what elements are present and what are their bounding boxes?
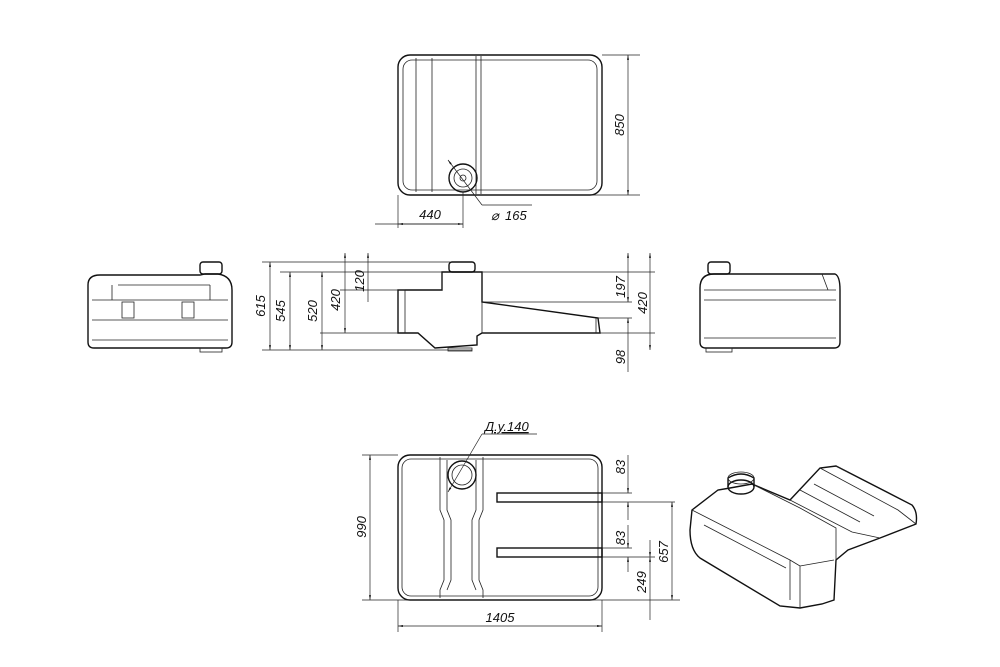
isometric-view — [689, 465, 918, 609]
dim-165: 165 — [505, 208, 527, 223]
dim-98: 98 — [613, 349, 628, 364]
dim-249: 249 — [634, 571, 649, 594]
dim-440: 440 — [419, 207, 441, 222]
top-view: 850 440 ⌀ 165 — [375, 54, 640, 228]
side-profile-view: 615 545 520 420 120 197 420 98 — [253, 252, 655, 372]
filler-neck-icon — [448, 163, 478, 193]
dim-520: 520 — [305, 299, 320, 321]
cap-icon — [707, 261, 731, 275]
dim-615: 615 — [253, 294, 268, 316]
dim-657: 657 — [656, 540, 671, 562]
slot-lower — [496, 547, 603, 558]
cap-icon — [199, 261, 223, 275]
dim-420-right: 420 — [635, 291, 650, 313]
cap-icon — [448, 261, 476, 273]
left-end-view — [87, 261, 233, 353]
slot-upper — [496, 492, 603, 503]
dim-545: 545 — [273, 299, 288, 321]
dim-1405: 1405 — [486, 610, 516, 625]
dim-83-lower: 83 — [613, 530, 628, 545]
dim-197: 197 — [613, 275, 628, 297]
dim-83-upper: 83 — [613, 459, 628, 474]
dim-850: 850 — [612, 113, 627, 135]
diameter-symbol: ⌀ — [491, 208, 500, 223]
bottom-view: Д.у.140 990 1405 83 83 249 657 — [354, 419, 680, 632]
nozzle-label: Д.у.140 — [483, 419, 529, 434]
nozzle-icon — [447, 460, 477, 490]
right-end-view — [699, 261, 841, 353]
dim-120: 120 — [352, 269, 367, 291]
dim-420-left: 420 — [328, 288, 343, 310]
dim-990: 990 — [354, 515, 369, 537]
